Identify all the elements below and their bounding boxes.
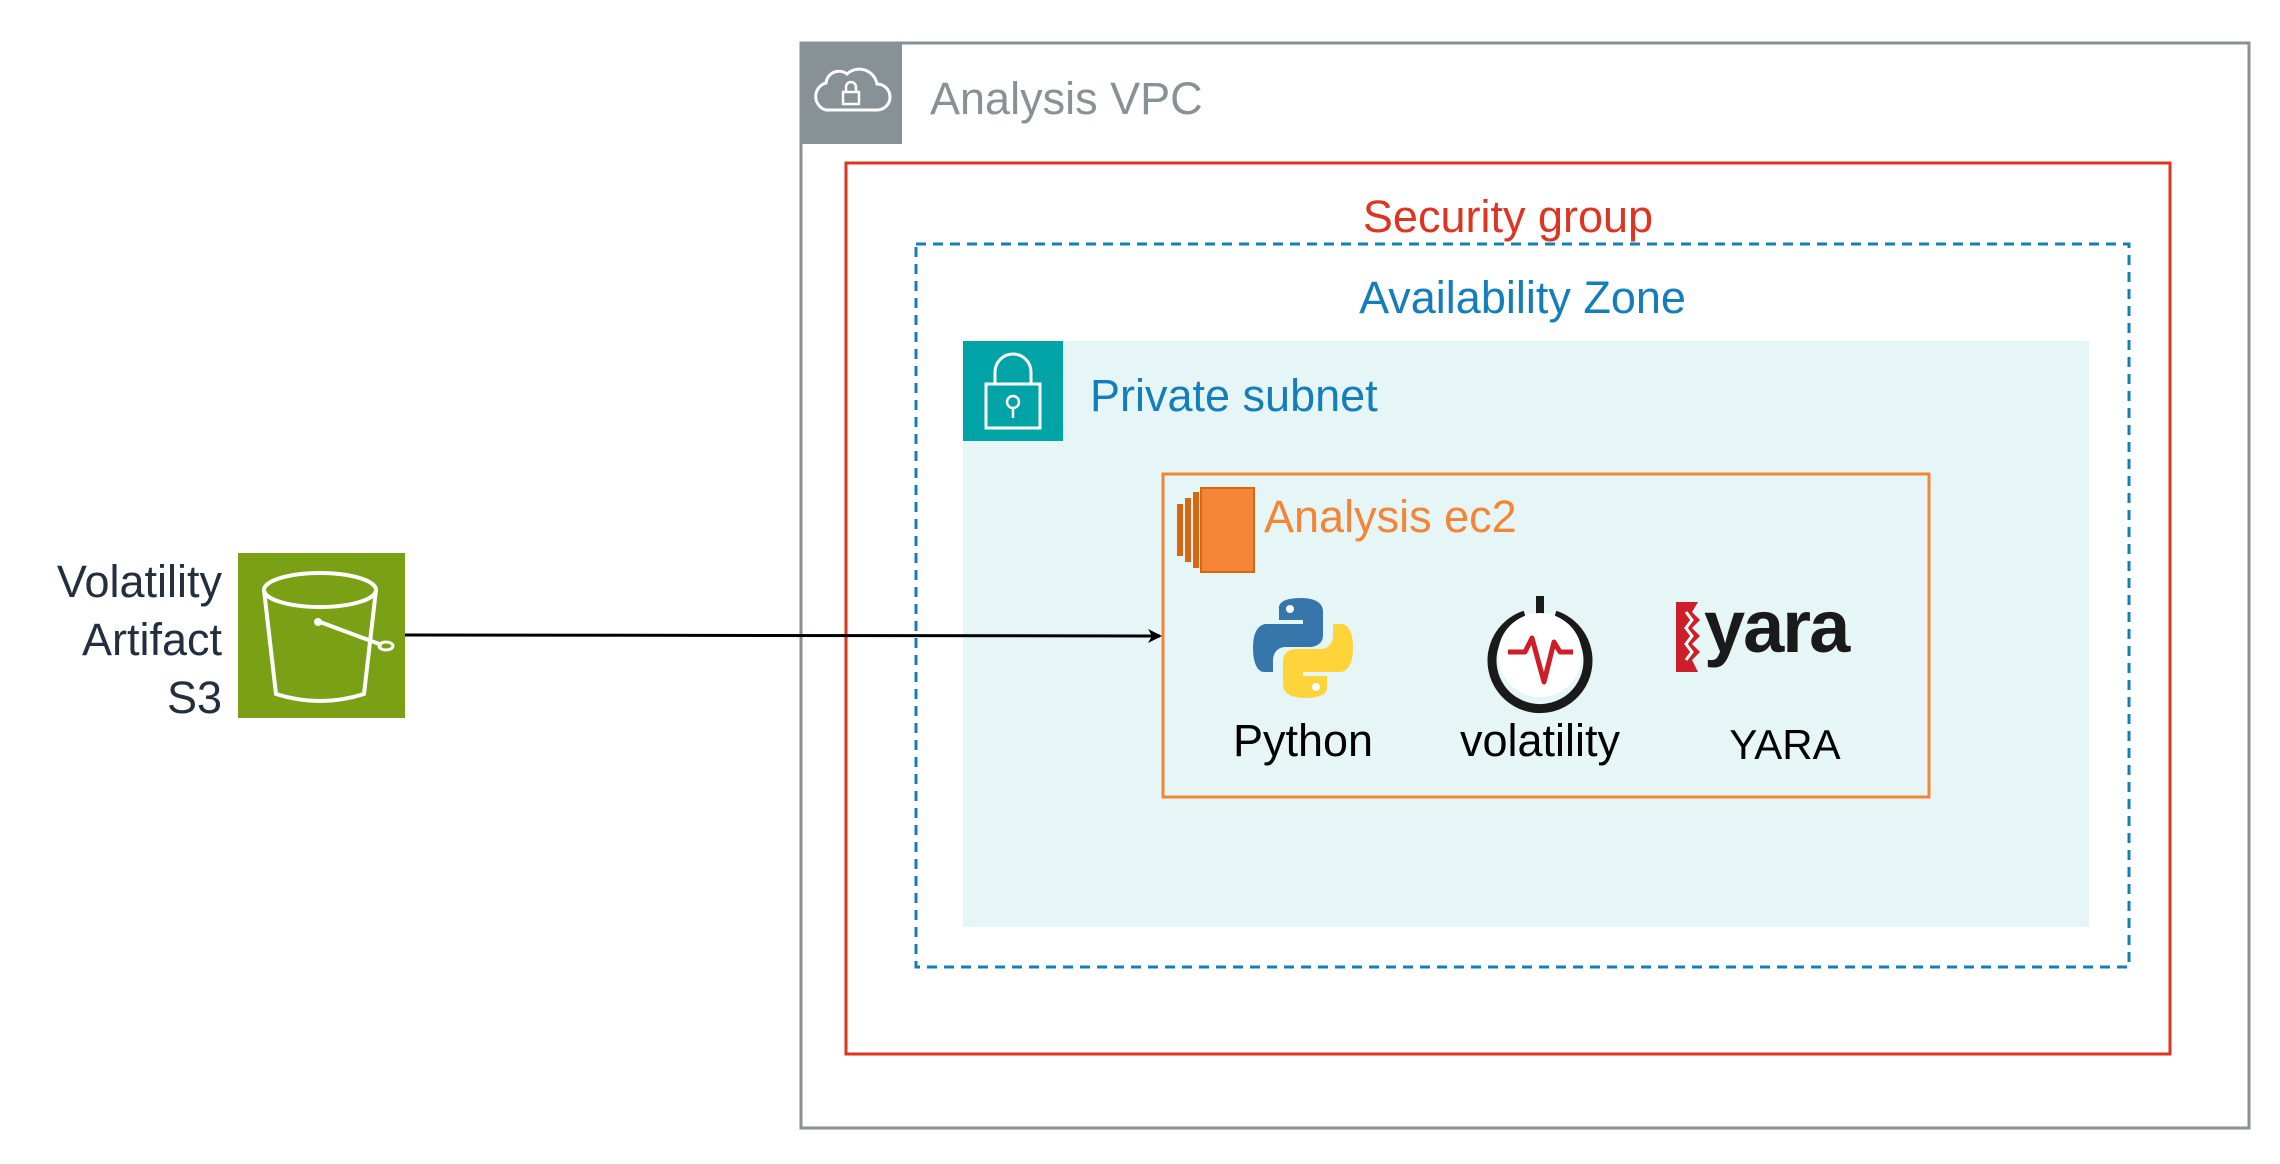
security-group-label: Security group: [1362, 191, 1654, 242]
s3-label-line-2: Artifact: [81, 614, 222, 665]
yara-logo-icon: [1676, 602, 1700, 672]
python-logo-icon: [1253, 598, 1353, 698]
python-label: Python: [1232, 715, 1374, 766]
s3-label: Volatility Artifact S3: [57, 553, 222, 727]
availability-zone-label: Availability Zone: [1359, 272, 1686, 323]
volatility-logo-icon: [1487, 596, 1593, 714]
s3-bucket-icon[interactable]: [238, 553, 405, 718]
cloud-lock-icon: [801, 43, 902, 144]
s3-label-line-1: Volatility: [56, 556, 222, 607]
yara-logo-text: yara: [1704, 585, 1850, 668]
availability-zone-border: [914, 242, 2131, 969]
vpc-label: Analysis VPC: [930, 73, 1203, 124]
vpc-group-border: [799, 41, 2251, 1130]
volatility-label: volatility: [1459, 715, 1621, 766]
padlock-icon: [963, 341, 1063, 441]
yara-label: YARA: [1729, 721, 1841, 768]
ec2-instance-box[interactable]: [1161, 472, 1931, 799]
s3-label-line-3: S3: [166, 672, 222, 723]
s3-to-ec2-arrow: [404, 628, 1162, 643]
ec2-icon: [1177, 487, 1255, 573]
security-group-border: [844, 161, 2172, 1056]
ec2-label: Analysis ec2: [1264, 491, 1517, 542]
private-subnet-label: Private subnet: [1090, 370, 1378, 421]
